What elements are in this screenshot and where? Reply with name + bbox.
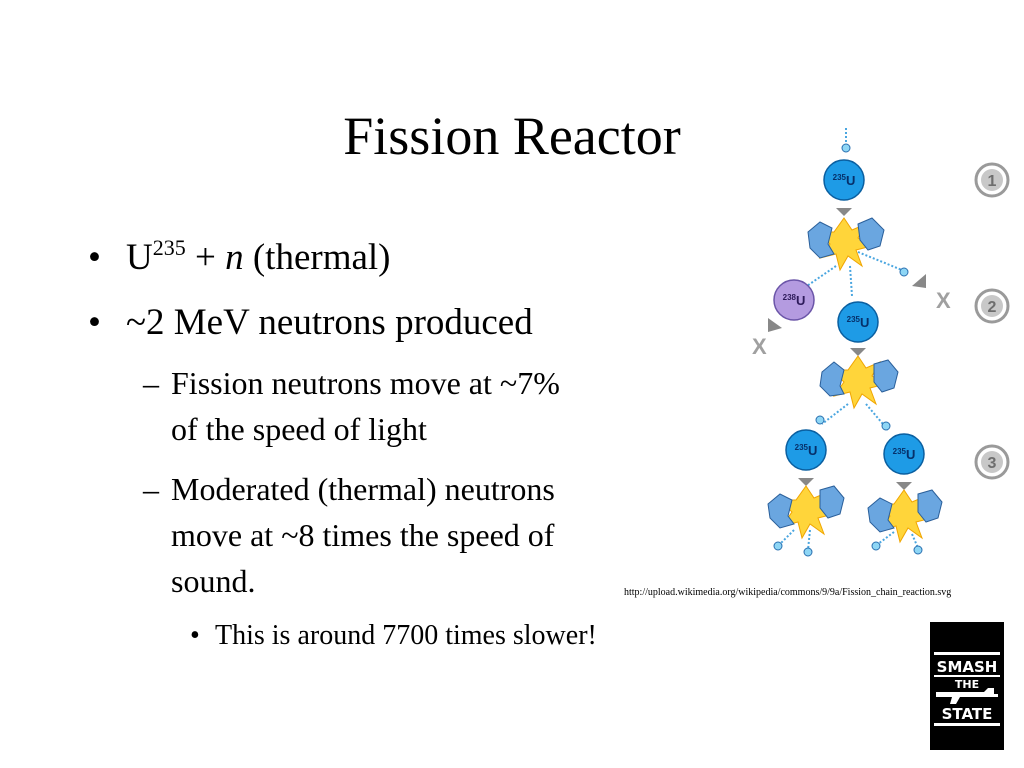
plus-sign: +	[185, 237, 226, 278]
sub-sub-bullet-marker: •	[190, 620, 200, 651]
text-line: of the speed of light	[171, 411, 427, 447]
x-marker: X	[752, 334, 767, 359]
svg-text:X: X	[752, 334, 767, 359]
uranium-symbol: U	[126, 237, 153, 278]
logo-line-the: THE	[955, 678, 979, 691]
bullet-text: ~2 MeV neutrons produced	[126, 302, 533, 343]
text-line: Moderated (thermal) neutrons	[171, 471, 555, 507]
sub-bullet-text: Moderated (thermal) neutrons move at ~8 …	[171, 466, 671, 604]
svg-text:235U: 235U	[833, 173, 856, 188]
fission-burst	[867, 489, 943, 555]
step-1-marker: 1	[974, 162, 1010, 198]
step-2-marker: 2	[974, 288, 1010, 324]
text-line: move at ~8 times the speed of	[171, 517, 555, 553]
bullet-text: U235 + n (thermal)	[126, 236, 391, 280]
x-marker: X	[936, 288, 951, 313]
sub-bullet-marker: –	[143, 471, 159, 507]
down-arrow-icon	[798, 478, 814, 486]
slide-title: Fission Reactor	[343, 106, 681, 166]
neutron-paths	[815, 403, 891, 431]
text-line: Fission neutrons move at ~7%	[171, 365, 560, 401]
u235-nucleus: 235U	[785, 429, 827, 471]
fission-burst	[767, 485, 845, 557]
fission-burst	[807, 217, 885, 272]
u235-nucleus: 235U	[823, 159, 865, 201]
svg-text:235U: 235U	[847, 315, 870, 330]
step-3-marker: 3	[974, 444, 1010, 480]
svg-text:235U: 235U	[893, 447, 916, 462]
u235-nucleus: 235U	[837, 301, 879, 343]
svg-text:1: 1	[988, 173, 997, 190]
svg-text:235U: 235U	[795, 443, 818, 458]
down-arrow-icon	[836, 208, 852, 216]
thermal-note: (thermal)	[243, 237, 391, 278]
mass-number: 235	[152, 235, 186, 260]
u235-nucleus: 235U	[883, 433, 925, 475]
down-arrow-icon	[850, 348, 866, 356]
u238-nucleus: 238U	[773, 279, 815, 321]
incoming-neutron	[841, 128, 851, 153]
bullet-marker: •	[88, 237, 101, 278]
arrow-escaping-neutron-icon	[912, 274, 926, 288]
sub-sub-bullet-text: This is around 7700 times slower!	[215, 620, 597, 651]
svg-text:3: 3	[988, 455, 997, 472]
sub-bullet-text: Fission neutrons move at ~7% of the spee…	[171, 360, 671, 452]
sub-bullet-marker: –	[143, 365, 159, 401]
text-line: sound.	[171, 563, 256, 599]
down-arrow-icon	[896, 482, 912, 490]
svg-text:X: X	[936, 288, 951, 313]
fission-burst	[819, 355, 899, 410]
smash-the-state-logo: SMASH THE STATE	[930, 622, 1004, 750]
neutron-symbol: n	[225, 237, 244, 278]
svg-text:238U: 238U	[783, 293, 806, 308]
bullet-marker: •	[88, 302, 101, 343]
neutron-paths	[803, 251, 909, 297]
rifle-icon	[936, 688, 998, 704]
svg-text:2: 2	[988, 299, 997, 316]
arrow-absorbed-icon	[768, 318, 782, 332]
logo-line-smash: SMASH	[937, 658, 998, 676]
logo-line-state: STATE	[942, 705, 993, 723]
source-url: http://upload.wikimedia.org/wikipedia/co…	[624, 587, 952, 598]
fission-chain-diagram: 235U X 238U X 235U	[740, 120, 1024, 560]
